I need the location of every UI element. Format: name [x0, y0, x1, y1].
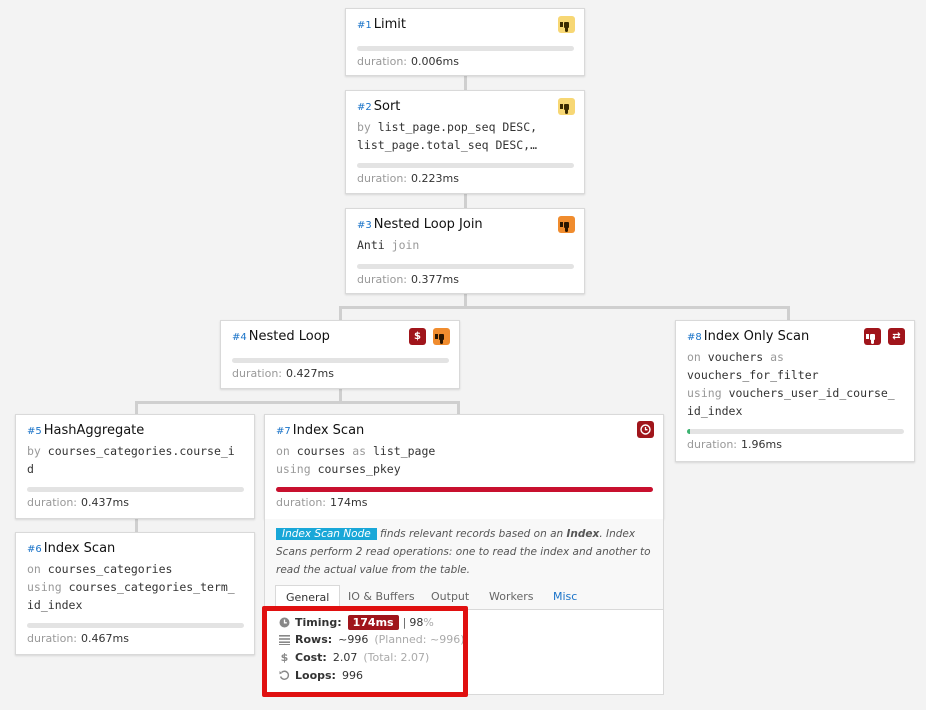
connector	[339, 389, 342, 403]
node-number: #7	[276, 426, 291, 437]
node-detail: by list_page.pop_seq DESC,	[357, 120, 538, 134]
duration-bar	[687, 429, 904, 434]
duration-bar	[232, 358, 449, 363]
cost-row: $ Cost: 2.07(Total: 2.07)	[280, 651, 430, 664]
node-name: Index Scan	[292, 423, 365, 438]
node-number: #1	[357, 20, 372, 31]
node-number: #4	[232, 332, 247, 343]
dollar-icon: $	[280, 651, 289, 664]
duration: duration:0.427ms	[232, 367, 334, 380]
connector	[135, 519, 138, 532]
timing-badge: 174ms	[347, 615, 399, 630]
node-name: Index Scan	[43, 541, 116, 556]
connector	[464, 194, 467, 208]
node-name: Nested Loop Join	[373, 217, 483, 232]
thumbs-down-icon[interactable]	[864, 328, 881, 345]
node-name: HashAggregate	[43, 423, 145, 438]
node-number: #6	[27, 544, 42, 555]
duration: duration:0.377ms	[357, 273, 459, 286]
dollar-icon[interactable]: $	[409, 328, 426, 345]
connector	[339, 306, 342, 320]
duration-bar	[27, 487, 244, 492]
tab-output[interactable]: Output	[431, 590, 470, 603]
node-type-badge: Index Scan Node	[276, 528, 377, 540]
node-number: #2	[357, 102, 372, 113]
connector	[464, 294, 467, 308]
duration: duration:0.006ms	[357, 55, 459, 68]
duration-bar	[357, 163, 574, 168]
tab-misc[interactable]: Misc	[553, 590, 578, 603]
node-detail: using vouchers_user_id_course_	[687, 386, 895, 400]
node-detail: using courses_pkey	[276, 462, 401, 476]
duration: duration:0.223ms	[357, 172, 459, 185]
thumbs-down-icon[interactable]	[558, 216, 575, 233]
rows-row: Rows: ~996(Planned: ~996)	[279, 633, 464, 646]
highlight-box	[262, 606, 468, 697]
node-number: #8	[687, 332, 702, 343]
thumbs-down-icon[interactable]	[558, 16, 575, 33]
timing-row: Timing: 174ms | 98%	[279, 615, 434, 630]
duration-bar	[276, 487, 653, 492]
node-number: #5	[27, 426, 42, 437]
node-detail: id_index	[27, 598, 83, 612]
node-name: Limit	[373, 17, 406, 32]
duration: duration:0.437ms	[27, 496, 129, 509]
undo-icon	[279, 670, 290, 681]
node-detail: id_index	[687, 404, 743, 418]
tab-io-buffers[interactable]: IO & Buffers	[348, 590, 415, 603]
connector	[787, 306, 790, 320]
clock-icon[interactable]	[637, 421, 654, 438]
clock-icon	[279, 617, 290, 628]
node-name: Nested Loop	[248, 329, 330, 344]
node-detail: vouchers_for_filter	[687, 368, 819, 382]
node-detail: using courses_categories_term_	[27, 580, 235, 594]
thumbs-down-icon[interactable]	[433, 328, 450, 345]
connector	[135, 401, 460, 404]
duration: duration:174ms	[276, 496, 368, 509]
node-detail: on courses as list_page	[276, 444, 436, 458]
node-name: Sort	[373, 99, 401, 114]
node-detail: on vouchers as	[687, 350, 784, 364]
node-detail: list_page.total_seq DESC,…	[357, 138, 538, 152]
node-detail: by courses_categories.course_i	[27, 444, 235, 458]
connector	[464, 76, 467, 90]
list-icon	[279, 634, 290, 645]
node-description: Index Scan Node finds relevant records b…	[276, 528, 651, 576]
tab-workers[interactable]: Workers	[489, 590, 534, 603]
connector	[457, 401, 460, 415]
thumbs-down-icon[interactable]	[558, 98, 575, 115]
exchange-icon[interactable]: ⇄	[888, 328, 905, 345]
duration: duration:0.467ms	[27, 632, 129, 645]
node-detail: d	[27, 462, 34, 476]
connector	[135, 401, 138, 415]
duration-bar	[357, 264, 574, 269]
duration-bar	[27, 623, 244, 628]
duration-bar	[357, 46, 574, 51]
duration: duration:1.96ms	[687, 438, 782, 451]
node-detail: on courses_categories	[27, 562, 173, 576]
connector	[339, 306, 790, 309]
node-detail: Anti join	[357, 238, 420, 252]
node-number: #3	[357, 220, 372, 231]
loops-row: Loops: 996	[279, 669, 363, 682]
node-name: Index Only Scan	[703, 329, 810, 344]
